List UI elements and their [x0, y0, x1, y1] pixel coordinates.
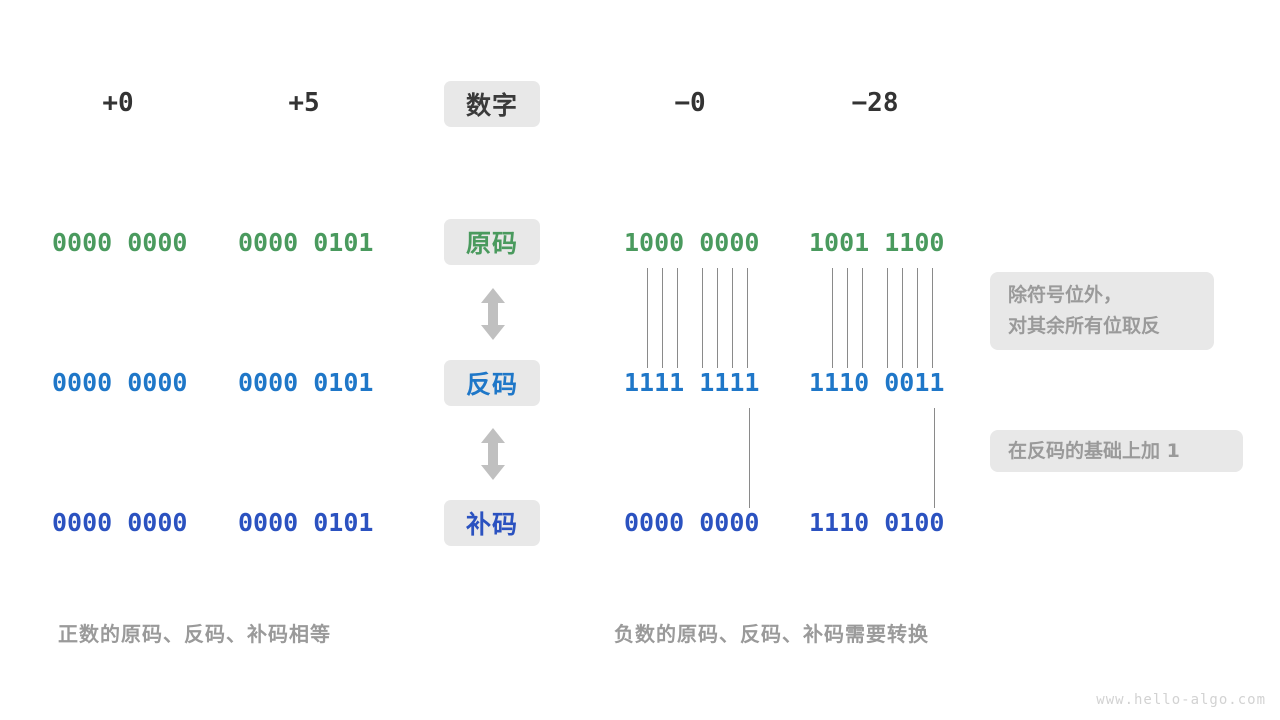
note-invert-line-2: 对其余所有位取反 [1008, 315, 1161, 337]
note-add-one: 在反码的基础上加 1 [990, 430, 1243, 472]
note-invert-bits: 除符号位外， 对其余所有位取反 [990, 272, 1214, 350]
connector-line [932, 268, 933, 368]
cell-ones-complement-plus-zero: 0000 0000 [52, 368, 188, 397]
row-label-ones-complement: 反码 [444, 360, 540, 406]
connector-line [862, 268, 863, 368]
note-invert-line-1: 除符号位外， [1008, 284, 1123, 306]
connector-line [677, 268, 678, 368]
row-label-twos-complement: 补码 [444, 500, 540, 546]
cell-ones-complement-minus-zero: 1111 1111 [624, 368, 760, 397]
connector-line [847, 268, 848, 368]
connector-line [749, 408, 750, 508]
header-number-minus-twentyeight: −28 [851, 88, 899, 118]
connector-line [934, 408, 935, 508]
cell-ones-complement-plus-five: 0000 0101 [238, 368, 374, 397]
connector-line [702, 268, 703, 368]
connector-line [832, 268, 833, 368]
connector-line [732, 268, 733, 368]
cell-sign-magnitude-minus-zero: 1000 0000 [624, 228, 760, 257]
connector-line [662, 268, 663, 368]
header-number-plus-zero: +0 [102, 88, 134, 118]
note-add-one-line-1: 在反码的基础上加 1 [1008, 439, 1180, 462]
header-number-minus-zero: −0 [674, 88, 706, 118]
watermark-url: www.hello-algo.com [1096, 692, 1266, 708]
row-label-sign-magnitude: 原码 [444, 219, 540, 265]
arrow-ones-to-twos-icon [478, 428, 508, 480]
connector-line [887, 268, 888, 368]
connector-line [747, 268, 748, 368]
connector-line [717, 268, 718, 368]
cell-twos-complement-minus-twentyeight: 1110 0100 [809, 508, 945, 537]
caption-positive-numbers: 正数的原码、反码、补码相等 [58, 622, 331, 646]
cell-ones-complement-minus-twentyeight: 1110 0011 [809, 368, 945, 397]
cell-twos-complement-plus-zero: 0000 0000 [52, 508, 188, 537]
connector-line [902, 268, 903, 368]
caption-negative-numbers: 负数的原码、反码、补码需要转换 [614, 622, 929, 646]
cell-twos-complement-plus-five: 0000 0101 [238, 508, 374, 537]
connector-line [647, 268, 648, 368]
arrow-sign-to-ones-icon [478, 288, 508, 340]
connector-line [917, 268, 918, 368]
cell-sign-magnitude-minus-twentyeight: 1001 1100 [809, 228, 945, 257]
header-number-plus-five: +5 [288, 88, 320, 118]
cell-twos-complement-minus-zero: 0000 0000 [624, 508, 760, 537]
cell-sign-magnitude-plus-zero: 0000 0000 [52, 228, 188, 257]
cell-sign-magnitude-plus-five: 0000 0101 [238, 228, 374, 257]
header-row-label-number: 数字 [444, 81, 540, 127]
